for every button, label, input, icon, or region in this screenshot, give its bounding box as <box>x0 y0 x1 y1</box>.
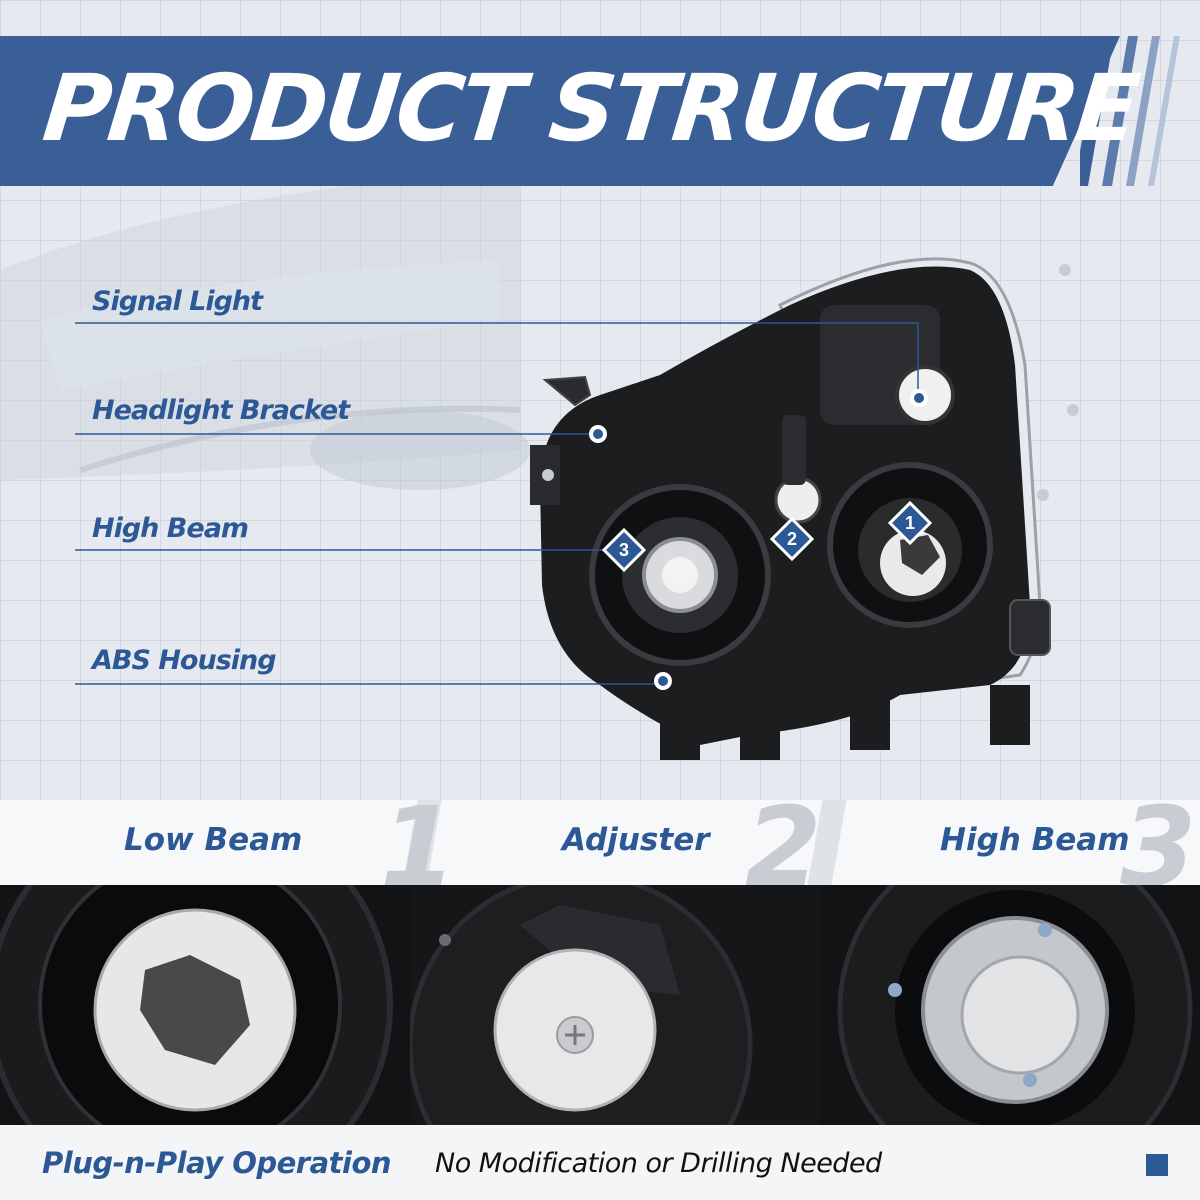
footer-bar <box>0 1125 1200 1200</box>
headlight-illustration <box>530 257 1079 760</box>
callout-label-high-beam: High Beam <box>92 513 249 544</box>
feature-labels-strip <box>0 800 1200 885</box>
footer-square-decoration <box>1146 1154 1168 1176</box>
marker-3: 3 <box>619 540 629 560</box>
feature-number-1: 1 <box>380 783 457 911</box>
title-banner <box>0 36 1120 186</box>
numbered-diamond-marker-icon <box>601 500 933 573</box>
feature-number-2: 2 <box>745 783 822 911</box>
callout-label-signal-light: Signal Light <box>92 286 263 317</box>
footer-bold-text: Plug-n-Play Operation <box>42 1146 392 1180</box>
banner-stripes-decoration <box>1080 36 1180 186</box>
high-beam-closeup <box>820 885 1200 1125</box>
ghost-car-silhouette <box>0 170 530 490</box>
callout-dot-icon <box>589 389 928 690</box>
callout-label-headlight-bracket: Headlight Bracket <box>92 395 350 426</box>
feature-label-high-beam: High Beam <box>940 822 1130 858</box>
adjuster-closeup <box>410 885 820 1125</box>
detail-photo-panels <box>0 885 1200 1125</box>
low-beam-closeup <box>0 885 410 1125</box>
callout-lines: 1 2 3 <box>75 322 933 690</box>
feature-number-3: 3 <box>1120 783 1197 911</box>
feature-label-low-beam: Low Beam <box>124 822 303 858</box>
marker-2: 2 <box>787 529 797 549</box>
callout-label-abs-housing: ABS Housing <box>92 645 277 676</box>
footer-plain-text: No Modification or Drilling Needed <box>435 1148 882 1179</box>
feature-label-adjuster: Adjuster <box>562 822 710 858</box>
marker-1: 1 <box>905 513 915 533</box>
